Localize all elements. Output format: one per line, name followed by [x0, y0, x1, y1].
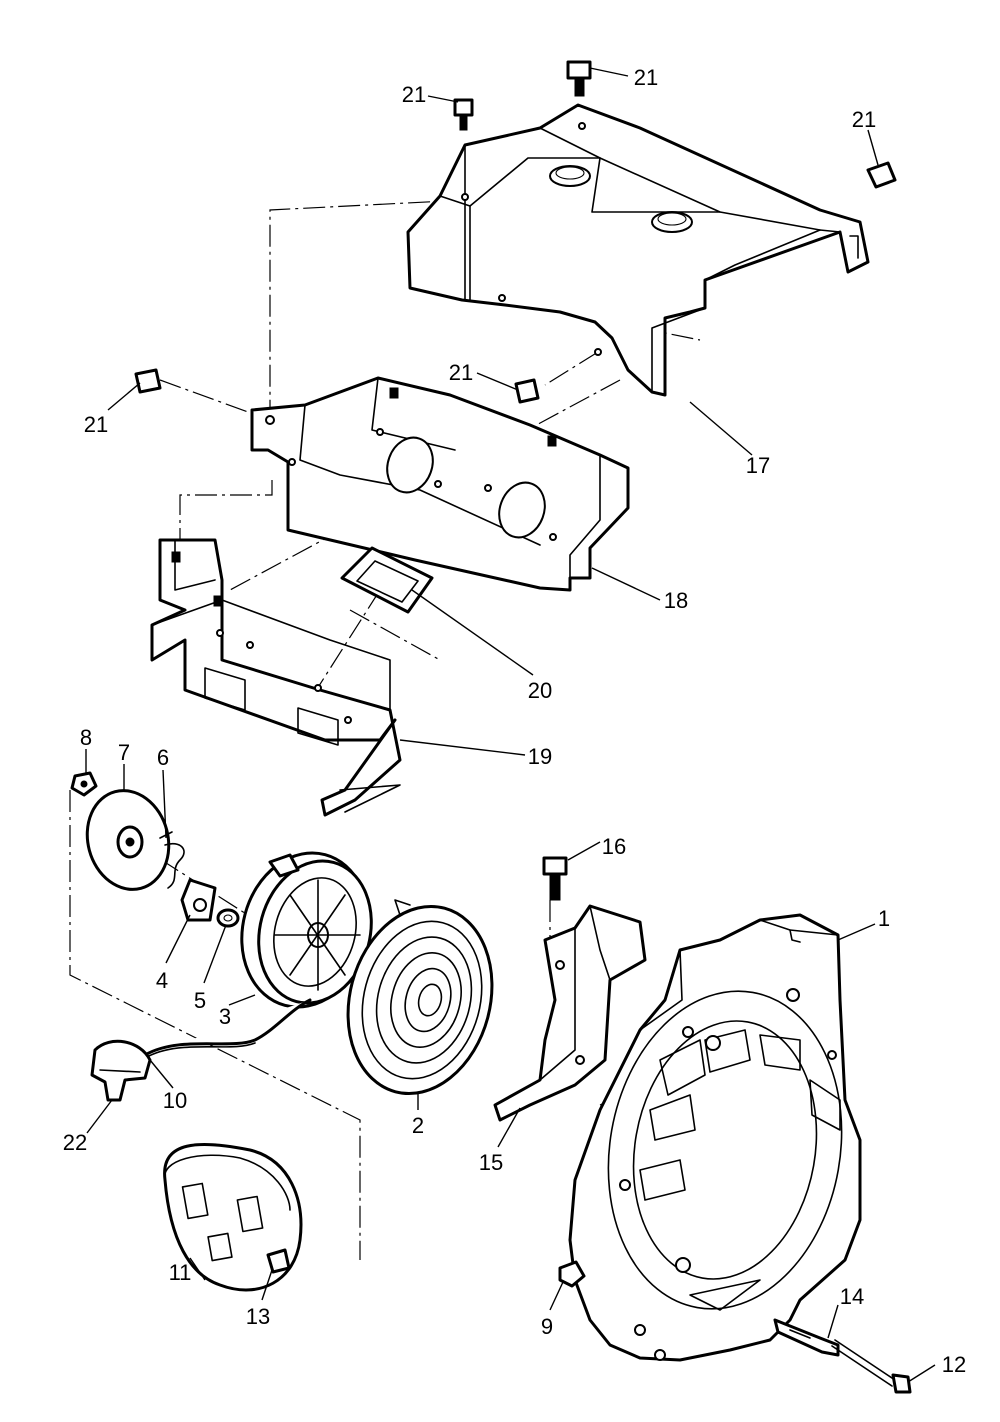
callout-22: 22 — [63, 1130, 87, 1155]
part-7-drive-plate — [85, 789, 171, 891]
callout-3: 3 — [219, 1004, 231, 1029]
leader-lines — [85, 67, 936, 1383]
callout-17: 17 — [746, 453, 770, 478]
bolt-21-a — [453, 98, 474, 131]
callout-16: 16 — [602, 834, 626, 859]
callout-15: 15 — [479, 1150, 503, 1175]
callout-8: 8 — [80, 725, 92, 750]
callout-1: 1 — [878, 906, 890, 931]
callout-21-b: 21 — [634, 65, 658, 90]
bolt-21-d — [514, 378, 540, 404]
callout-10: 10 — [163, 1088, 187, 1113]
part-15-support-bracket — [493, 904, 647, 1122]
callout-2: 2 — [412, 1113, 424, 1138]
part-10-starter-rope — [143, 998, 312, 1059]
callout-6: 6 — [157, 745, 169, 770]
part-22-starter-handle — [90, 1039, 152, 1102]
callout-19: 19 — [528, 744, 552, 769]
callout-12: 12 — [942, 1352, 966, 1377]
bolt-21-e — [134, 368, 162, 394]
callout-20: 20 — [528, 678, 552, 703]
callout-21-c: 21 — [852, 107, 876, 132]
part-17-top-shroud — [406, 103, 870, 397]
part-13-small-bolt — [266, 1248, 291, 1274]
callout-21-a: 21 — [402, 82, 426, 107]
part-9-nut — [558, 1260, 586, 1288]
part-1-fan-housing — [568, 913, 862, 1362]
bolt-21-b — [566, 60, 592, 97]
fan-housing-vents — [639, 1029, 841, 1201]
part-5-spring — [216, 908, 240, 928]
part-4-ratchet — [180, 878, 217, 922]
callout-9: 9 — [541, 1314, 553, 1339]
callout-14: 14 — [840, 1284, 864, 1309]
callout-18: 18 — [664, 588, 688, 613]
callout-7: 7 — [118, 740, 130, 765]
callout-5: 5 — [194, 988, 206, 1013]
part-19-lower-bracket — [150, 538, 402, 817]
callout-21-e: 21 — [84, 412, 108, 437]
part-12-long-bolt — [831, 1339, 912, 1394]
callout-labels: 21 21 21 21 21 17 18 20 19 8 7 6 4 5 3 2… — [63, 65, 966, 1377]
part-14-clip — [773, 1318, 840, 1357]
part-8-nut — [70, 771, 98, 797]
part-3-reel — [240, 851, 373, 1009]
callout-13: 13 — [246, 1304, 270, 1329]
part-16-bolt — [542, 856, 568, 901]
callout-4: 4 — [156, 968, 168, 993]
callout-21-d: 21 — [449, 360, 473, 385]
callout-11: 11 — [169, 1260, 192, 1285]
part-18-middle-shroud — [250, 376, 630, 592]
part-11-starter-cup — [163, 1142, 303, 1292]
part-2-spiral-spring — [346, 899, 494, 1096]
bolt-21-c — [866, 161, 897, 189]
part-20-gasket — [340, 546, 434, 614]
part-21-bolts — [134, 60, 897, 404]
